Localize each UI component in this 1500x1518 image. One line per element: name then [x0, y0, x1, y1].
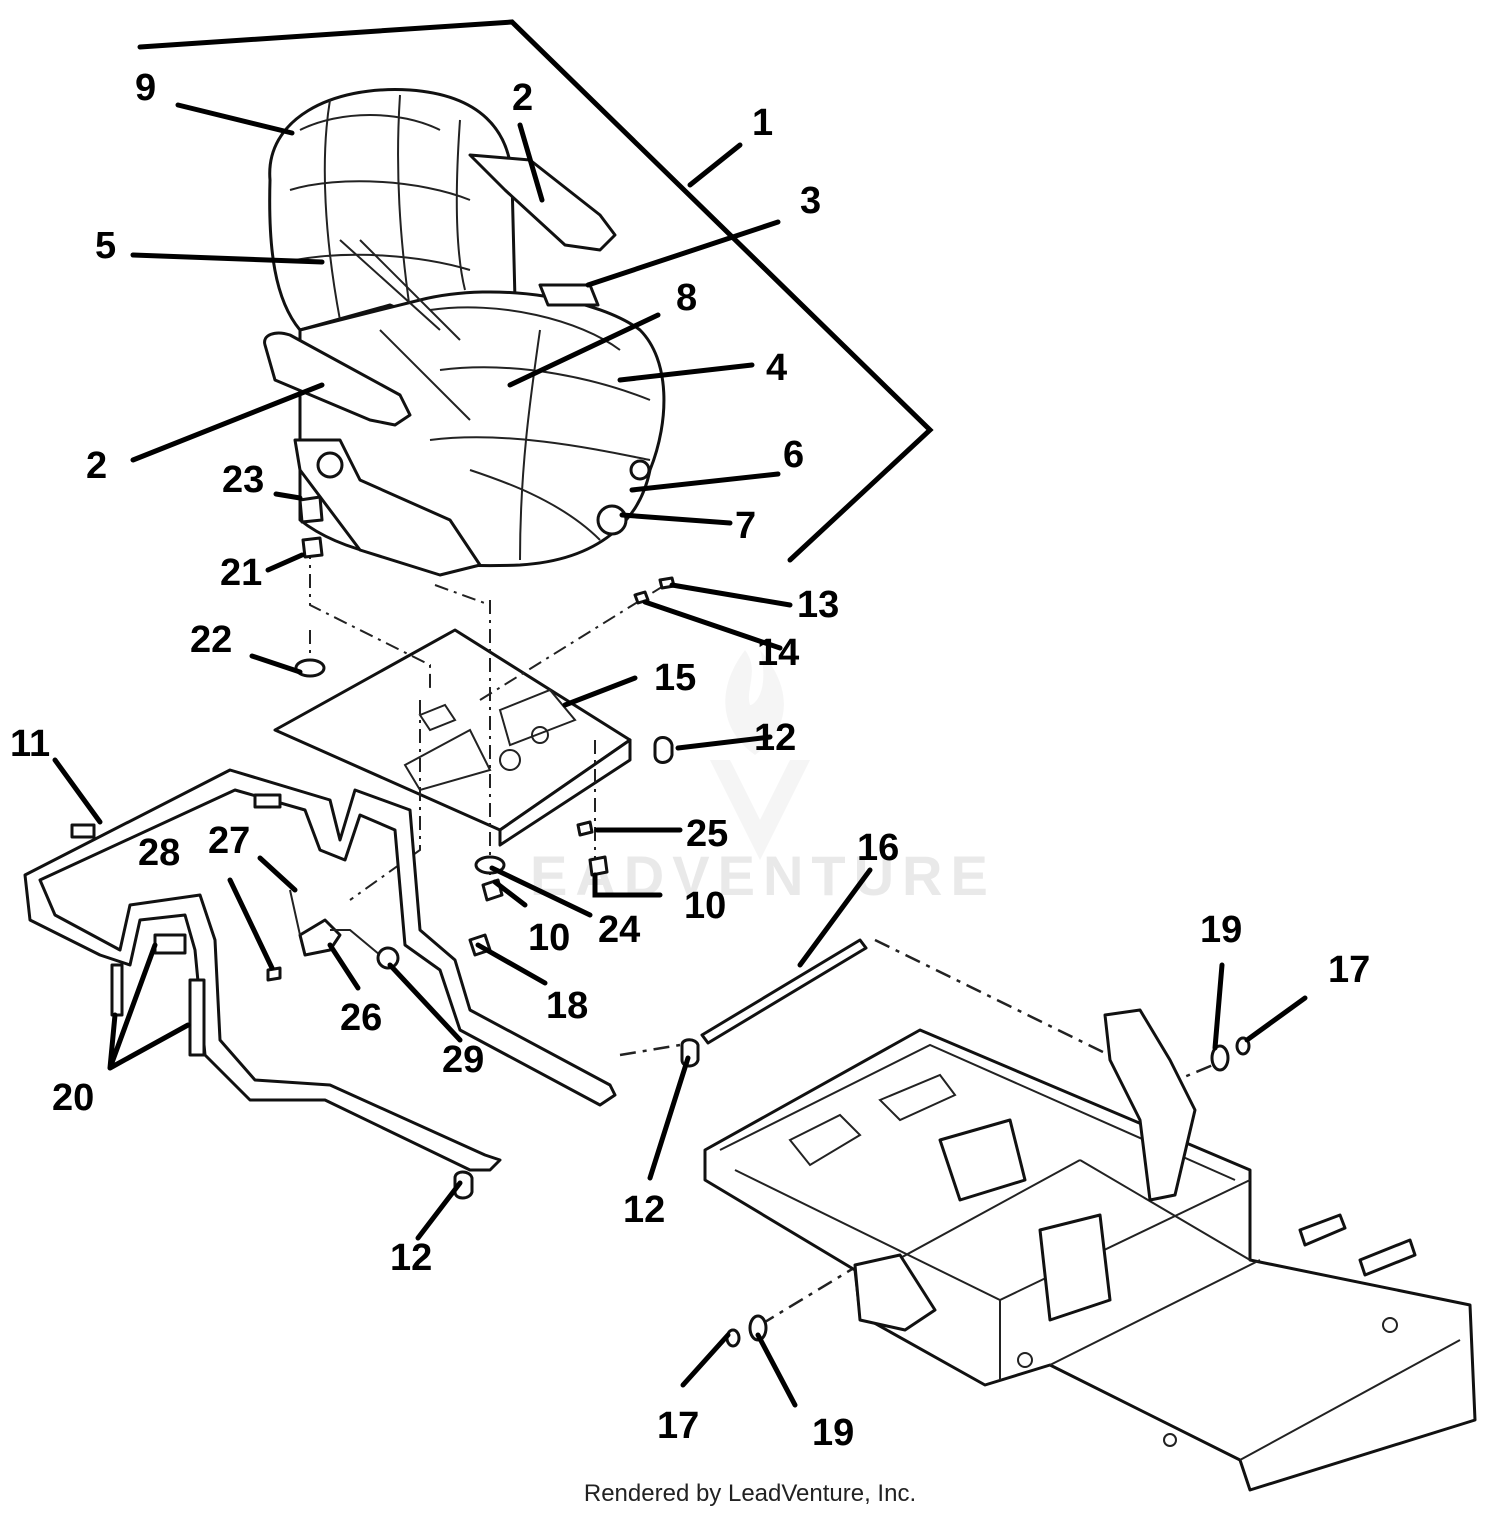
pivot-rod — [700, 938, 868, 1045]
callout-11: 11 — [10, 723, 50, 765]
callout-22: 22 — [190, 619, 232, 661]
callout-2-lower: 2 — [86, 445, 107, 487]
callout-9: 9 — [135, 67, 156, 109]
callout-21: 21 — [220, 552, 262, 594]
callout-19-upper: 19 — [1200, 909, 1242, 951]
callout-24: 24 — [598, 909, 640, 951]
callout-26: 26 — [340, 997, 382, 1039]
seat-assembly — [263, 88, 666, 577]
callout-5: 5 — [95, 225, 116, 267]
callout-18: 18 — [546, 985, 588, 1027]
callout-28: 28 — [138, 832, 180, 874]
callout-8: 8 — [676, 277, 697, 319]
callout-27: 27 — [208, 820, 250, 862]
callout-12-plate: 12 — [754, 717, 796, 759]
callout-29: 29 — [442, 1039, 484, 1081]
callout-2-upper: 2 — [512, 77, 533, 119]
callout-25: 25 — [686, 813, 728, 855]
callout-6: 6 — [783, 434, 804, 476]
seat-rail-frame — [23, 768, 617, 1172]
callout-12-rod: 12 — [623, 1189, 665, 1231]
callout-7: 7 — [735, 505, 756, 547]
callout-10-left: 10 — [528, 917, 570, 959]
mower-frame — [703, 1008, 1477, 1492]
callout-1: 1 — [752, 102, 773, 144]
callout-3: 3 — [800, 180, 821, 222]
callout-17-upper: 17 — [1328, 949, 1370, 991]
callout-10-right: 10 — [684, 885, 726, 927]
seat-switch — [266, 889, 400, 982]
callout-13: 13 — [797, 584, 839, 626]
callout-23: 23 — [222, 459, 264, 501]
callout-17-lower: 17 — [657, 1405, 699, 1447]
callout-16: 16 — [857, 827, 899, 869]
callout-15: 15 — [654, 657, 696, 699]
callout-14: 14 — [757, 632, 799, 674]
callout-labels: 1 2 2 3 4 5 6 7 8 9 10 10 11 12 12 12 12… — [10, 67, 1370, 1454]
callout-20: 20 — [52, 1077, 94, 1119]
callout-4: 4 — [766, 347, 787, 389]
watermark-logo — [710, 650, 810, 860]
footer-credit: Rendered by LeadVenture, Inc. — [583, 1480, 917, 1507]
seat-pan-plate — [273, 628, 632, 847]
leader-lines — [52, 19, 1308, 1408]
callout-19-lower: 19 — [812, 1412, 854, 1454]
watermark-text: EADVENTURE — [530, 844, 996, 907]
callout-12-rail: 12 — [390, 1237, 432, 1279]
